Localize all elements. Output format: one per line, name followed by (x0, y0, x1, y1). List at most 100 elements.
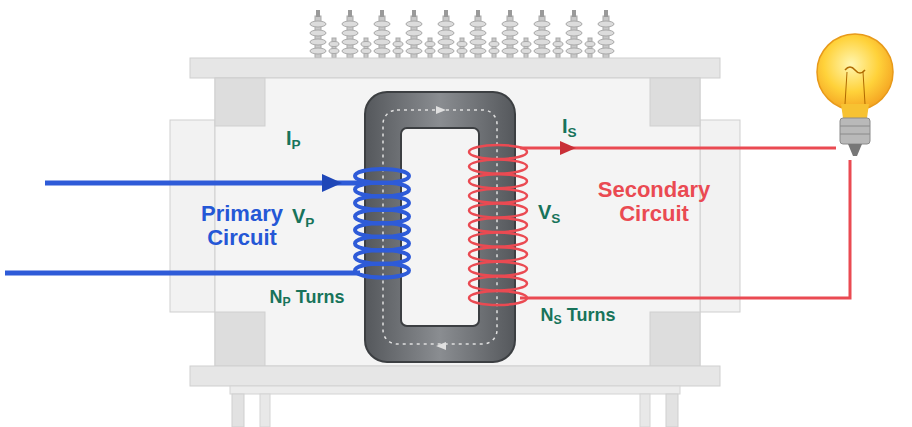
bushings-part (521, 49, 531, 54)
bushings-part (310, 30, 326, 36)
bushings-part (406, 30, 422, 36)
bushings-part (310, 39, 326, 45)
bushings-part (502, 30, 518, 36)
bushings-part (470, 39, 486, 45)
voltage-label: VP (292, 206, 332, 228)
bushings-part (598, 39, 614, 45)
tank-housing-part (650, 78, 700, 126)
secondary-winding-part (520, 160, 850, 298)
bushings-part (374, 21, 390, 27)
bushings-part (412, 10, 416, 17)
bushings-part (553, 42, 563, 47)
bushings-part (374, 39, 390, 45)
bushings-part (572, 10, 576, 17)
primary-coil-part (355, 264, 409, 278)
primary-winding-part (322, 174, 342, 192)
bushings-part (393, 49, 403, 54)
bushings-part (534, 39, 550, 45)
secondary-coil-part (469, 262, 527, 276)
bushings-part (310, 21, 326, 27)
secondary-winding-part (560, 141, 576, 155)
tank-housing-part (190, 366, 720, 386)
bushings-part (566, 30, 582, 36)
bushings-part (316, 10, 320, 17)
light-bulb-part (840, 126, 870, 127)
bushings (310, 10, 614, 58)
turns-label: NS Turns (538, 306, 618, 325)
primary-winding-part (45, 181, 362, 186)
secondary-coil (469, 145, 527, 305)
tank-housing-part (666, 394, 678, 427)
bushings-part (310, 48, 326, 54)
tank-housing-part (640, 394, 650, 427)
bushings-part (598, 30, 614, 36)
bushings-part (342, 30, 358, 36)
subscript: S (551, 211, 560, 226)
bushings-part (374, 30, 390, 36)
bushings-part (489, 42, 499, 47)
light-bulb-part (845, 72, 847, 104)
bushings-part (425, 42, 435, 47)
iron-core (365, 92, 515, 362)
bushings-part (534, 30, 550, 36)
bushings-part (374, 48, 390, 54)
subscript: S (554, 313, 562, 327)
tank-housing-part (190, 58, 720, 78)
subscript: P (283, 295, 291, 309)
bushings-part (553, 49, 563, 54)
secondary-coil-part (469, 174, 527, 188)
bushings-part (406, 21, 422, 27)
bushings-part (348, 10, 352, 17)
primary-coil (355, 169, 409, 278)
bushings-part (393, 42, 403, 47)
bushings-part (361, 49, 371, 54)
bushings-part (342, 48, 358, 54)
secondary-coil-part (469, 203, 527, 217)
secondary-coil-part (469, 247, 527, 261)
light-bulb-part (845, 67, 865, 73)
iron-core-part (401, 128, 479, 326)
bushings-part (361, 42, 371, 47)
bushings-part (438, 39, 454, 45)
secondary-coil-part (469, 218, 527, 232)
bushings-part (438, 48, 454, 54)
tank-housing-part (650, 312, 700, 366)
bushings-part (329, 42, 339, 47)
bushings-part (502, 21, 518, 27)
bushings-part (521, 42, 531, 47)
bushings-part (438, 21, 454, 27)
bushings-part (329, 49, 339, 54)
bushings-part (566, 48, 582, 54)
subscript: P (305, 215, 314, 230)
secondary-coil-part (469, 189, 527, 203)
bushings-part (534, 48, 550, 54)
bushings-part (502, 39, 518, 45)
bushings-part (406, 39, 422, 45)
iron-core-part (436, 106, 446, 114)
bushings-part (502, 48, 518, 54)
bushings-part (540, 10, 544, 17)
secondary-winding (469, 141, 850, 305)
bushings-part (457, 42, 467, 47)
bushings-part (598, 48, 614, 54)
bushings-part (406, 48, 422, 54)
bushings-part (425, 49, 435, 54)
bushings-part (470, 48, 486, 54)
light-bulb-part (817, 34, 893, 110)
bushings-part (508, 10, 512, 17)
light-bulb (817, 34, 893, 156)
tank-housing-part (232, 394, 244, 427)
primary-winding (5, 169, 409, 278)
bushings-part (438, 30, 454, 36)
secondary-coil-part (469, 160, 527, 174)
bushings-part (566, 39, 582, 45)
bushings-part (470, 30, 486, 36)
tank-housing-part (260, 394, 270, 427)
subscript: S (568, 125, 577, 140)
light-bulb-part (840, 134, 870, 135)
secondary-coil-part (469, 145, 527, 159)
bushings-part (598, 21, 614, 27)
primary-winding-part (5, 271, 360, 276)
current-label: IS (562, 116, 602, 138)
